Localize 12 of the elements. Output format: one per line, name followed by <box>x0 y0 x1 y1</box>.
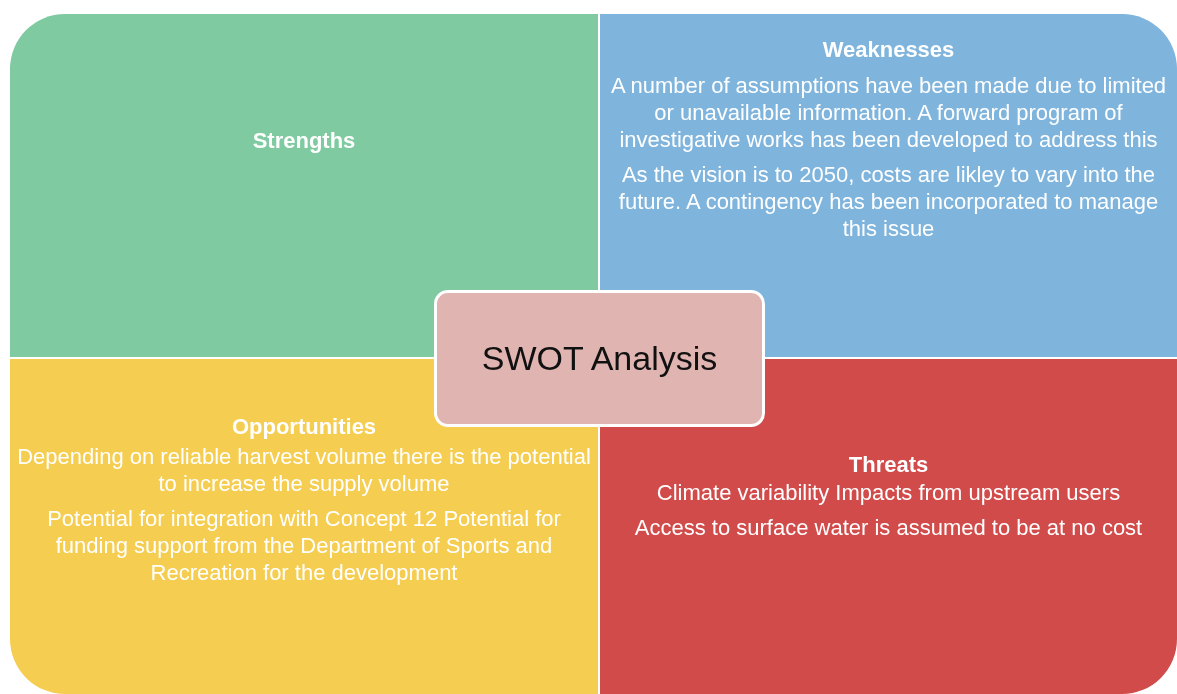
quadrant-text: Access to surface water is assumed to be at no cost <box>634 514 1143 541</box>
quadrant-text: Potential for integration with Concept 12 Potential for funding support from the Department of Sports and Recreation for the development <box>46 505 562 586</box>
quadrant-text: Depending on reliable harvest volume there is the potential to increase the supply volume <box>16 443 592 497</box>
quadrant-heading: Weaknesses <box>822 36 955 64</box>
quadrant-text: A number of assumptions have been made due to limited or unavailable information. A forward program of investigative works has been developed to address this <box>609 72 1168 153</box>
title-box <box>434 290 765 427</box>
quadrant-text: As the vision is to 2050, costs are likley to vary into the future. A contingency has been incorporated to manage this issue <box>617 161 1160 242</box>
quadrant-text: Climate variability Impacts from upstream users <box>656 479 1121 506</box>
quadrant-heading: Opportunities <box>231 413 377 441</box>
quadrant-heading: Threats <box>848 451 929 479</box>
quadrant-heading: Strengths <box>252 127 356 155</box>
title-text: SWOT Analysis <box>481 339 718 378</box>
